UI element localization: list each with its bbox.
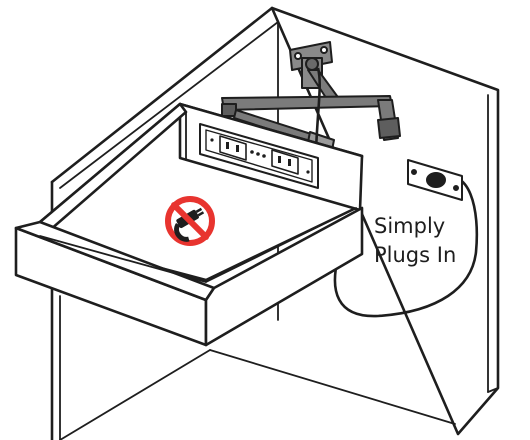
no-cord-prohibition-icon <box>165 196 215 246</box>
plug-head <box>426 172 446 188</box>
caption-line-2: Plugs In <box>374 243 457 267</box>
wall-outlet-icon <box>407 159 463 201</box>
cabinet-top-edge <box>50 6 274 184</box>
caption-line-1: Simply <box>374 214 446 238</box>
simply-plugs-in-caption: Simply Plugs In <box>374 212 494 270</box>
drawer-right-panel <box>204 206 364 347</box>
swing-arm <box>221 41 401 151</box>
cabinet-floor-edge <box>209 349 456 425</box>
drawer-outlet-strip-icon <box>199 123 319 189</box>
